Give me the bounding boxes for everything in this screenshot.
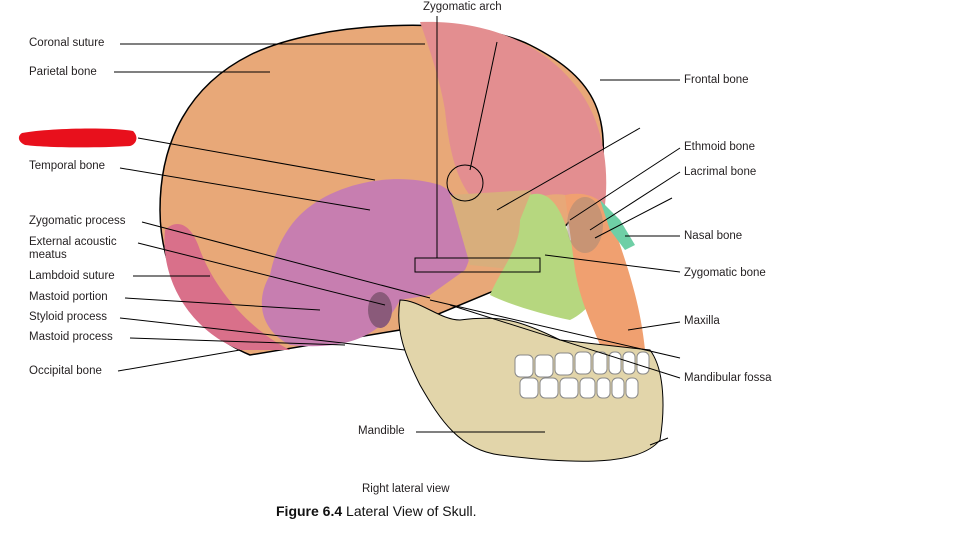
label-zygomatic-arch: Zygomatic arch [423, 1, 502, 13]
label-external-acoustic-meatus: External acoustic meatus [29, 236, 117, 261]
zygomatic-bone-shape [490, 193, 601, 320]
label-frontal-bone: Frontal bone [684, 74, 749, 86]
label-ethmoid-bone: Ethmoid bone [684, 141, 755, 153]
figure-number: Figure 6.4 [276, 503, 343, 519]
zygomatic-arch-marker [446, 164, 484, 202]
ear-opening-shape [368, 292, 392, 328]
figure-caption: Figure 6.4 Lateral View of Skull. [276, 503, 477, 519]
label-maxilla: Maxilla [684, 315, 720, 327]
label-zygomatic-process: Zygomatic process [29, 215, 126, 227]
label-styloid-process: Styloid process [29, 311, 107, 323]
label-lambdoid-suture: Lambdoid suture [29, 270, 115, 282]
label-temporal-bone: Temporal bone [29, 160, 106, 172]
frontal-bone-shape [420, 21, 607, 205]
teeth-group [514, 351, 650, 399]
label-mandibular-fossa: Mandibular fossa [684, 372, 772, 384]
label-zygomatic-bone: Zygomatic bone [684, 267, 766, 279]
label-occipital-bone: Occipital bone [29, 365, 102, 377]
label-nasal-bone: Nasal bone [684, 230, 743, 242]
label-mastoid-portion: Mastoid portion [29, 291, 108, 303]
label-parietal-bone: Parietal bone [29, 66, 97, 78]
label-lacrimal-bone: Lacrimal bone [684, 166, 757, 178]
redaction-mark [18, 128, 137, 148]
label-mastoid-process: Mastoid process [29, 331, 113, 343]
nasal-bone-shape [600, 200, 635, 250]
label-coronal-suture: Coronal suture [29, 37, 105, 49]
figure-caption-text: Lateral View of Skull. [346, 503, 477, 519]
orbit-shape [567, 197, 603, 253]
temporal-bone-shape [261, 179, 472, 347]
occipital-bone-shape [164, 224, 290, 350]
leader-lines [114, 16, 681, 446]
view-caption: Right lateral view [362, 483, 450, 495]
label-mandible: Mandible [358, 425, 405, 437]
